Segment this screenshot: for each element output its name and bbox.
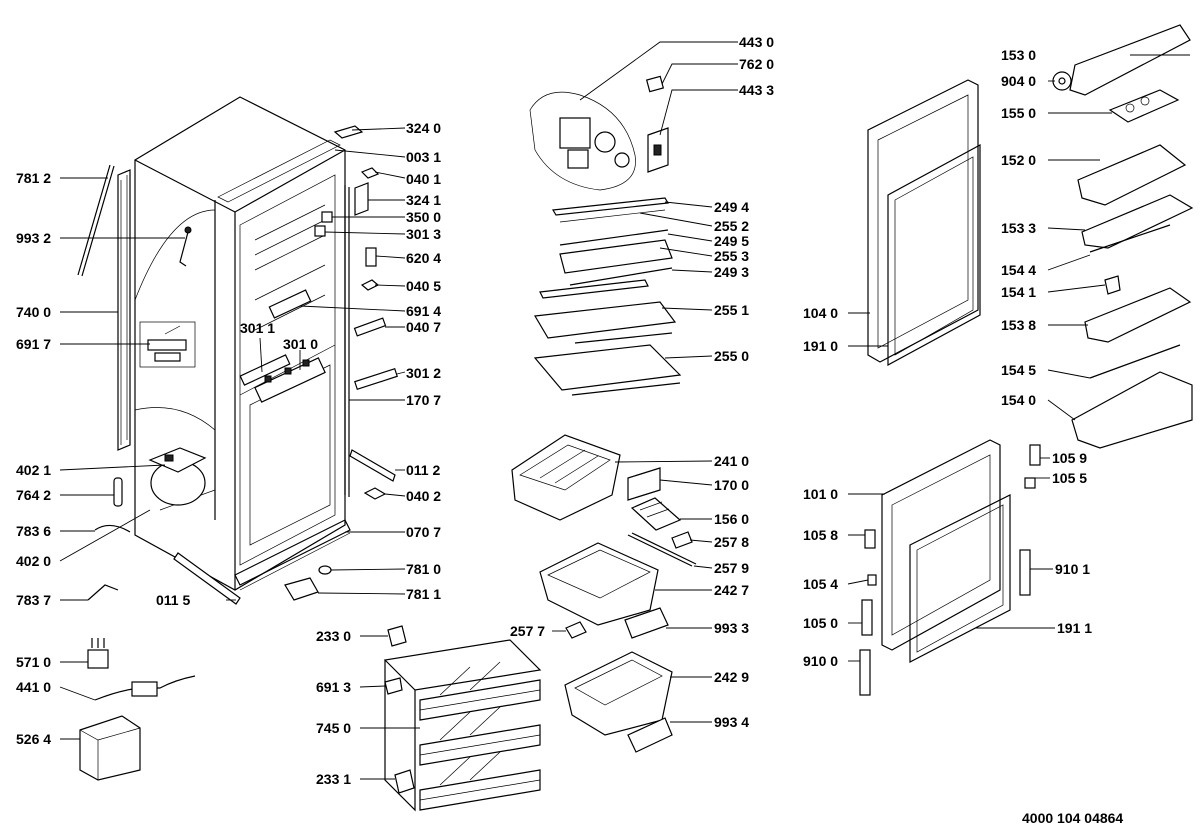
label-040-2: 040 2 xyxy=(406,488,441,504)
label-040-1: 040 1 xyxy=(406,171,441,187)
label-255-0: 255 0 xyxy=(714,348,749,364)
label-910-1: 910 1 xyxy=(1055,561,1090,577)
shelves-drawing xyxy=(383,75,697,812)
label-301-2: 301 2 xyxy=(406,365,441,381)
label-070-7: 070 7 xyxy=(406,524,441,540)
label-153-8: 153 8 xyxy=(1001,317,1036,333)
label-101-0: 101 0 xyxy=(803,486,838,502)
label-350-0: 350 0 xyxy=(406,209,441,225)
label-781-1: 781 1 xyxy=(406,586,441,602)
wiring-parts xyxy=(79,638,196,781)
label-170-7: 170 7 xyxy=(406,392,441,408)
label-257-7: 257 7 xyxy=(510,623,545,639)
wire-baskets xyxy=(383,639,542,812)
label-740-0: 740 0 xyxy=(16,304,51,320)
label-233-0: 233 0 xyxy=(316,628,351,644)
label-153-3: 153 3 xyxy=(1001,220,1036,236)
label-105-0: 105 0 xyxy=(803,615,838,631)
label-745-0: 745 0 xyxy=(316,720,351,736)
label-441-0: 441 0 xyxy=(16,679,51,695)
label-324-0: 324 0 xyxy=(406,120,441,136)
label-691-4: 691 4 xyxy=(406,303,441,319)
label-301-3: 301 3 xyxy=(406,226,441,242)
diagram-reference-number: 4000 104 04864 xyxy=(1022,810,1123,826)
label-257-9: 257 9 xyxy=(714,560,749,576)
label-011-5: 011 5 xyxy=(156,592,190,608)
label-241-0: 241 0 xyxy=(714,453,749,469)
doors-drawing xyxy=(859,24,1194,696)
label-191-0: 191 0 xyxy=(803,338,838,354)
label-255-1: 255 1 xyxy=(714,302,749,318)
label-105-5: 105 5 xyxy=(1052,470,1087,486)
label-904-0: 904 0 xyxy=(1001,73,1036,89)
label-301-0: 301 0 xyxy=(283,336,318,352)
label-781-2: 781 2 xyxy=(16,170,51,186)
cabinet-drawing xyxy=(77,96,398,781)
label-764-2: 764 2 xyxy=(16,487,51,503)
label-993-2: 993 2 xyxy=(16,230,51,246)
label-170-0: 170 0 xyxy=(714,477,749,493)
label-154-5: 154 5 xyxy=(1001,362,1036,378)
label-105-8: 105 8 xyxy=(803,527,838,543)
label-255-3: 255 3 xyxy=(714,248,749,264)
label-249-3: 249 3 xyxy=(714,264,749,280)
label-324-1: 324 1 xyxy=(406,192,441,208)
label-526-4: 526 4 xyxy=(16,731,51,747)
label-003-1: 003 1 xyxy=(406,149,441,165)
label-993-3: 993 3 xyxy=(714,620,749,636)
label-104-0: 104 0 xyxy=(803,305,838,321)
label-156-0: 156 0 xyxy=(714,511,749,527)
leader-lines xyxy=(59,41,1190,780)
label-783-6: 783 6 xyxy=(16,523,51,539)
label-105-9: 105 9 xyxy=(1052,450,1087,466)
label-402-1: 402 1 xyxy=(16,462,51,478)
label-993-4: 993 4 xyxy=(714,714,749,730)
label-153-0: 153 0 xyxy=(1001,47,1036,63)
label-910-0: 910 0 xyxy=(803,653,838,669)
label-011-2: 011 2 xyxy=(406,462,440,478)
label-154-4: 154 4 xyxy=(1001,262,1036,278)
label-152-0: 152 0 xyxy=(1001,152,1036,168)
label-781-0: 781 0 xyxy=(406,561,441,577)
label-242-7: 242 7 xyxy=(714,582,749,598)
label-783-7: 783 7 xyxy=(16,592,51,608)
label-154-0: 154 0 xyxy=(1001,392,1036,408)
label-040-5: 040 5 xyxy=(406,278,441,294)
label-762-0: 762 0 xyxy=(739,56,774,72)
label-249-5: 249 5 xyxy=(714,233,749,249)
label-255-2: 255 2 xyxy=(714,218,749,234)
label-191-1: 191 1 xyxy=(1057,620,1092,636)
label-402-0: 402 0 xyxy=(16,553,51,569)
label-155-0: 155 0 xyxy=(1001,105,1036,121)
label-691-3: 691 3 xyxy=(316,679,351,695)
label-105-4: 105 4 xyxy=(803,576,838,592)
label-154-1: 154 1 xyxy=(1001,284,1036,300)
label-571-0: 571 0 xyxy=(16,654,51,670)
label-443-0: 443 0 xyxy=(739,34,774,50)
label-301-1: 301 1 xyxy=(240,320,275,336)
part-labels: 324 0 003 1 040 1 324 1 350 0 301 3 620 … xyxy=(16,34,1092,787)
label-233-1: 233 1 xyxy=(316,771,351,787)
label-249-4: 249 4 xyxy=(714,199,749,215)
label-691-7: 691 7 xyxy=(16,336,51,352)
label-443-3: 443 3 xyxy=(739,82,774,98)
label-620-4: 620 4 xyxy=(406,250,441,266)
label-242-9: 242 9 xyxy=(714,669,749,685)
label-040-7: 040 7 xyxy=(406,319,441,335)
label-257-8: 257 8 xyxy=(714,534,749,550)
